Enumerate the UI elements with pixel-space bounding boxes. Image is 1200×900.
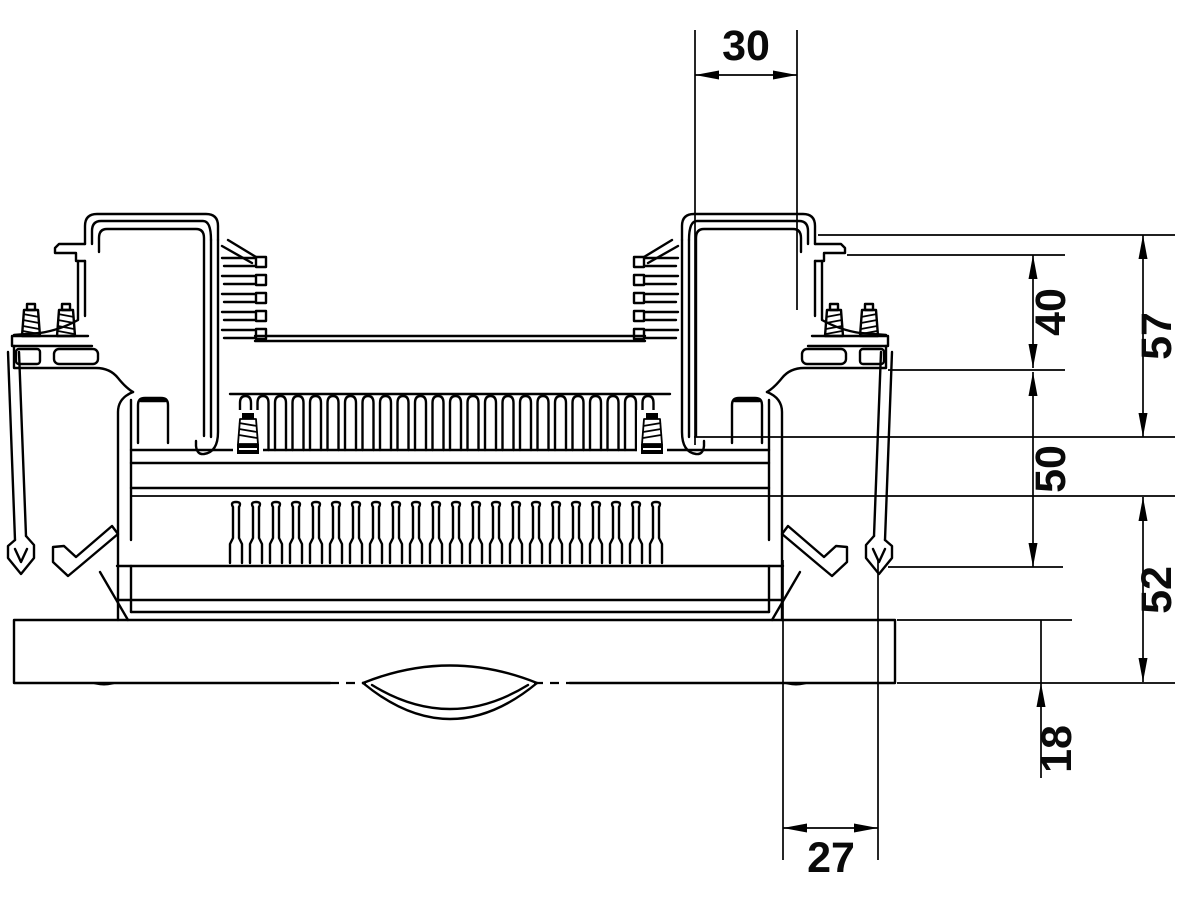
outer-wall <box>6 350 36 576</box>
internal-screw <box>233 410 263 458</box>
dim-label-30: 30 <box>722 22 770 70</box>
dim-label-52: 52 <box>1133 566 1181 614</box>
dimension-57: 57 <box>1133 235 1181 437</box>
dimension-30: 30 <box>694 22 798 445</box>
right-assembly <box>634 214 892 620</box>
upper-fin-row <box>238 394 655 452</box>
dim-label-50: 50 <box>1027 445 1075 493</box>
dim-label-40: 40 <box>1027 288 1075 336</box>
body-post <box>136 396 170 445</box>
mounting-bracket <box>10 212 258 456</box>
clamp-screw <box>55 302 77 338</box>
body-side-wall <box>98 390 135 622</box>
comb-fins <box>220 255 268 341</box>
dimension-27: 27 <box>782 560 879 882</box>
dim-label-27: 27 <box>807 834 855 882</box>
clamp-screw <box>20 302 42 338</box>
dim-label-57: 57 <box>1133 312 1181 360</box>
lower-fin-row <box>228 500 664 565</box>
base-plate <box>12 618 897 686</box>
dimension-40: 40 <box>1027 255 1075 368</box>
dimension-50: 50 <box>1027 372 1075 567</box>
weld-bump-left <box>88 682 120 686</box>
clamp-pad <box>52 347 100 366</box>
left-assembly <box>6 212 268 622</box>
dimension-52: 52 <box>1133 497 1181 682</box>
trim-spring-hook <box>51 524 120 578</box>
clamp-pad-small <box>14 347 42 366</box>
weld-bump-right <box>780 682 812 686</box>
lens <box>361 664 539 721</box>
extension-lines-right <box>131 234 1175 684</box>
dim-label-18: 18 <box>1033 725 1081 773</box>
dimension-18: 18 <box>1033 620 1081 778</box>
